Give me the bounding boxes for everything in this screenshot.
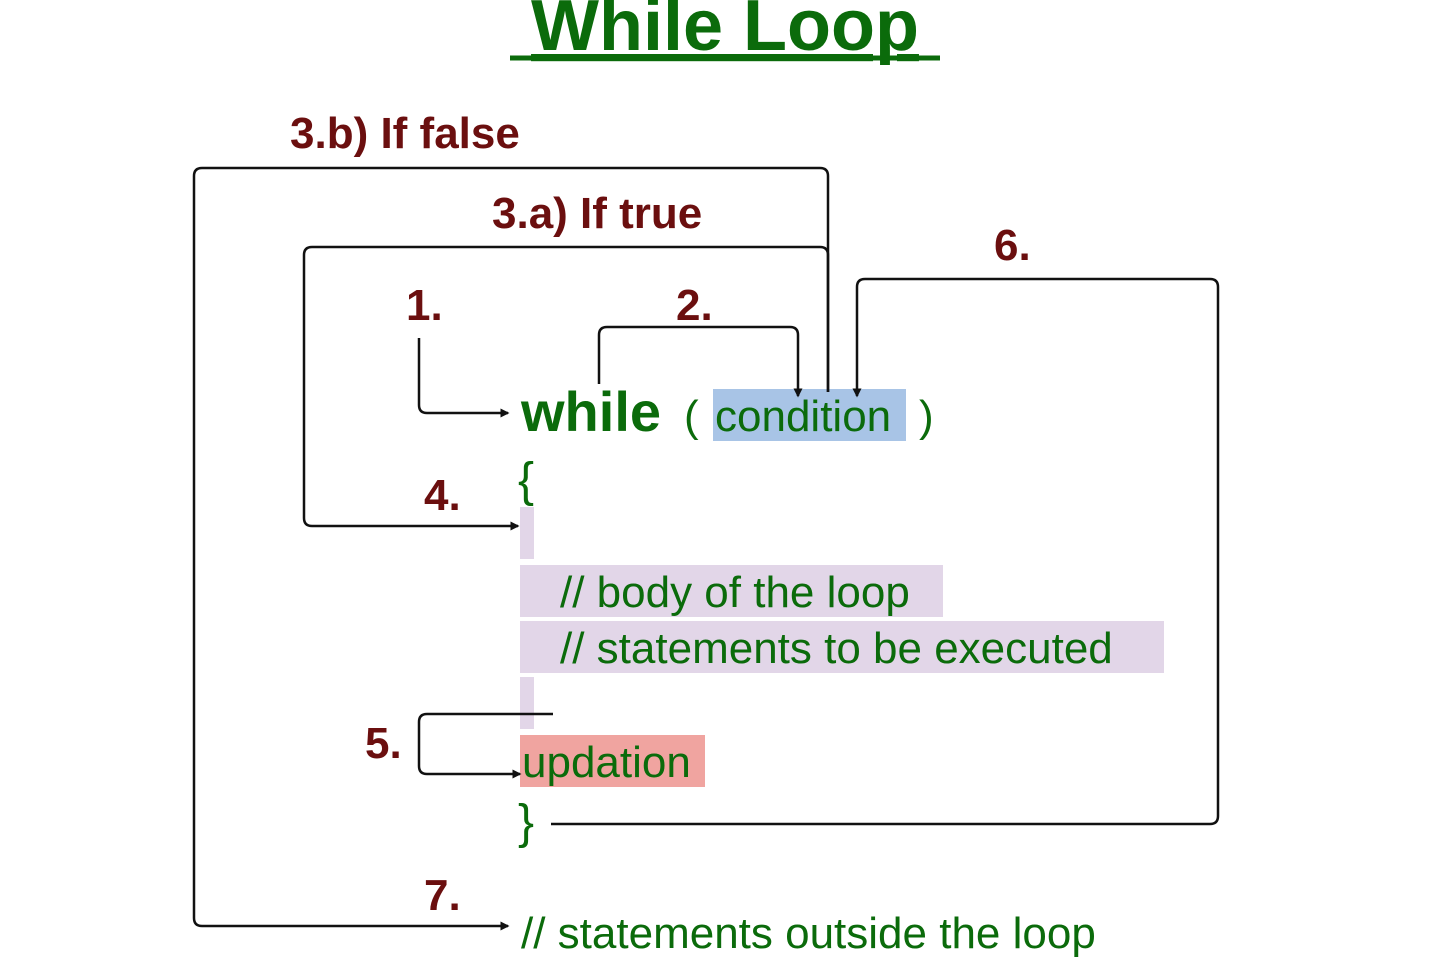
close-brace: } (518, 796, 534, 849)
condition-highlight (713, 389, 906, 441)
body-comment-line-1: // body of the loop (560, 568, 910, 617)
open-paren: ( (684, 392, 699, 441)
step-label-2: 2. (676, 281, 713, 330)
updation-text: updation (522, 738, 691, 787)
step-label-6: 6. (994, 221, 1031, 270)
updation-highlight (520, 735, 705, 787)
arrow-step-2 (597, 325, 803, 398)
body-line-1-highlight (520, 565, 943, 617)
arrow-step-1 (417, 338, 510, 418)
arrow-if-true (302, 245, 830, 531)
close-paren: ) (919, 392, 934, 441)
step-label-3a: 3.a) If true (492, 189, 702, 238)
open-brace: { (518, 454, 534, 507)
step-label-3b: 3.b) If false (290, 109, 520, 158)
step-label-4: 4. (424, 471, 461, 520)
condition-text: condition (715, 392, 891, 441)
step-label-5: 5. (365, 719, 402, 768)
arrow-if-false (192, 166, 830, 931)
arrow-step-6 (551, 277, 1220, 826)
step-label-1: 1. (406, 281, 443, 330)
body-highlight-strip-bottom (520, 677, 534, 729)
while-keyword: while (520, 380, 661, 443)
body-line-2-highlight (520, 621, 1164, 673)
outside-loop-statement: // statements outside the loop (521, 909, 1096, 958)
diagram-title: While Loop (531, 0, 919, 66)
body-comment-line-2: // statements to be executed (560, 624, 1113, 673)
step-label-7: 7. (424, 871, 461, 920)
arrow-step-5 (417, 712, 553, 779)
body-highlight-strip-top (520, 507, 534, 559)
